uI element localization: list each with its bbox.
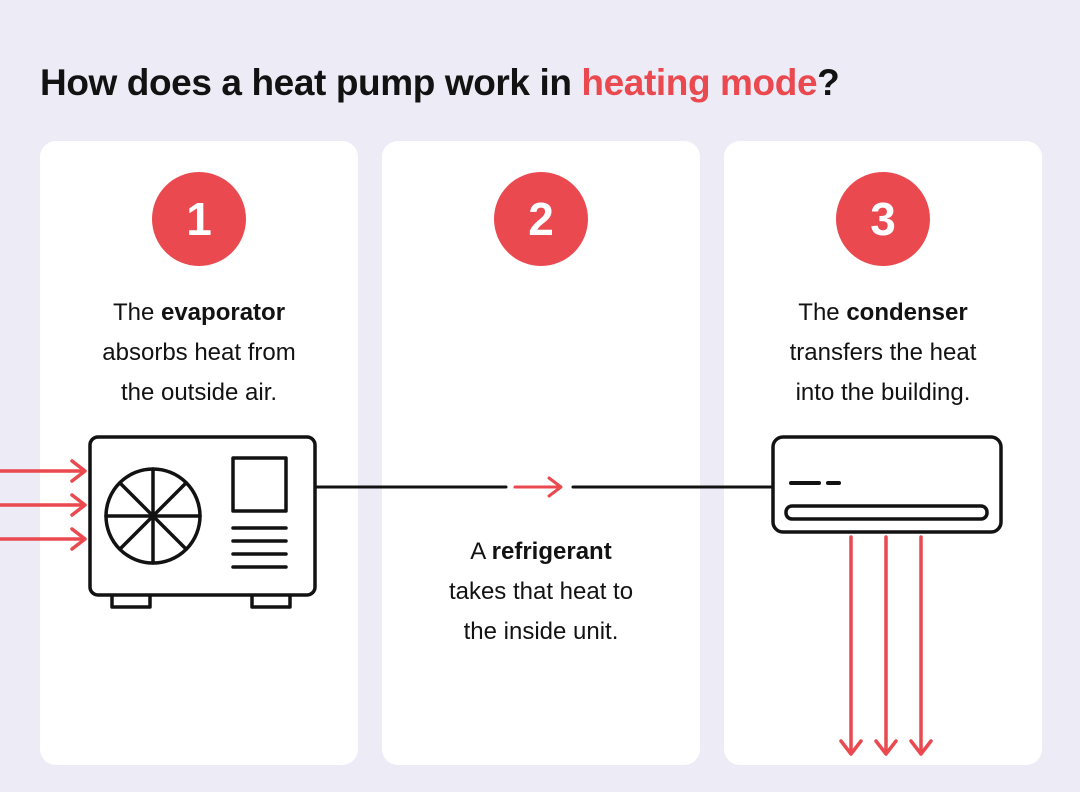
title-highlight: heating mode [581,62,818,103]
step-1-line3: the outside air. [120,379,278,406]
title-text-suffix: ? [817,62,840,103]
step-2-text: A refrigerant takes that heat to the ins… [449,532,633,652]
step-card-1: 1 The evaporator absorbs heat from the o… [40,141,358,765]
step-2-line2: takes that heat to [448,578,634,605]
step-card-2: 2 A refrigerant takes that heat to the i… [382,141,700,765]
step-1-keyword: evaporator [160,299,286,326]
page-title: How does a heat pump work in heating mod… [40,62,840,104]
title-text-prefix: How does a heat pump work in [40,62,582,103]
step-2-line3: the inside unit. [463,618,619,645]
step-3-text: The condenser transfers the heat into th… [790,293,977,413]
step-1-text: The evaporator absorbs heat from the out… [102,293,295,413]
step-3-keyword: condenser [846,299,968,326]
step-2-line1: A [470,538,492,565]
step-2-keyword: refrigerant [491,538,612,565]
steps-row: 1 The evaporator absorbs heat from the o… [40,141,1042,765]
step-1-number-badge: 1 [152,172,246,266]
step-3-line2: transfers the heat [789,339,977,366]
step-1-line2: absorbs heat from [102,339,296,366]
step-1-line1: The [112,299,161,326]
step-3-line3: into the building. [795,379,971,406]
step-2-number-badge: 2 [494,172,588,266]
step-3-number-badge: 3 [836,172,930,266]
step-card-3: 3 The condenser transfers the heat into … [724,141,1042,765]
step-3-line1: The [798,299,847,326]
